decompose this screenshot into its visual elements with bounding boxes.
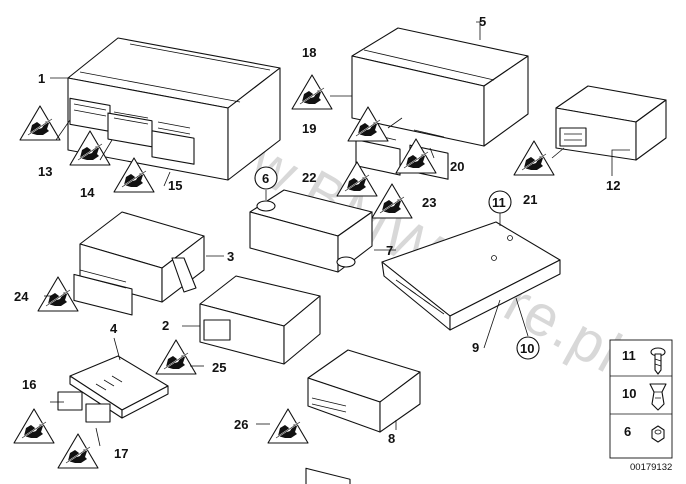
callout-17: 17 bbox=[114, 446, 128, 461]
callout-22: 22 bbox=[302, 170, 316, 185]
fastener-legend: 11 10 6 bbox=[609, 339, 673, 459]
esd-warning-icon-24 bbox=[37, 276, 79, 312]
callout-6-circled: 6 bbox=[254, 166, 278, 190]
callout-5: 5 bbox=[479, 14, 486, 29]
callout-11-circled: 11 bbox=[488, 190, 512, 214]
callout-26: 26 bbox=[234, 417, 248, 432]
part-8-control-module[interactable] bbox=[305, 349, 421, 484]
callout-23: 23 bbox=[422, 195, 436, 210]
part-2-control-module[interactable] bbox=[199, 275, 321, 365]
esd-warning-icon-18 bbox=[291, 74, 333, 110]
part-9-bracket[interactable] bbox=[381, 221, 561, 331]
legend-label-11: 11 bbox=[622, 348, 636, 363]
callout-18: 18 bbox=[302, 45, 316, 60]
esd-warning-icon-25 bbox=[155, 339, 197, 375]
callout-3: 3 bbox=[227, 249, 234, 264]
esd-warning-icon-17 bbox=[57, 433, 99, 469]
part-5-control-module[interactable] bbox=[351, 27, 529, 180]
esd-warning-icon-21 bbox=[513, 140, 555, 176]
part-1-control-module[interactable] bbox=[67, 37, 281, 181]
callout-24: 24 bbox=[14, 289, 29, 304]
callout-12: 12 bbox=[606, 178, 620, 193]
screw-icon bbox=[650, 347, 666, 375]
part-7-control-module[interactable] bbox=[249, 189, 373, 273]
part-3-control-module[interactable] bbox=[73, 211, 205, 316]
callout-7: 7 bbox=[386, 243, 393, 258]
callout-20: 20 bbox=[450, 159, 464, 174]
leader-lines bbox=[44, 21, 630, 447]
legend-label-6: 6 bbox=[624, 424, 631, 439]
callout-8: 8 bbox=[388, 431, 395, 446]
callout-16: 16 bbox=[22, 377, 36, 392]
callout-15: 15 bbox=[168, 178, 182, 193]
legend-label-10: 10 bbox=[622, 386, 636, 401]
callout-13: 13 bbox=[38, 164, 52, 179]
diagram-reference-number: 00179132 bbox=[630, 462, 672, 473]
callout-1: 1 bbox=[38, 71, 45, 86]
callouts: 1 2 3 4 5 7 8 9 12 13 14 15 16 17 18 19 … bbox=[14, 14, 620, 461]
part-4-circuit-board[interactable] bbox=[57, 355, 169, 423]
callout-21: 21 bbox=[523, 192, 537, 207]
esd-warning-icon-13 bbox=[19, 105, 61, 141]
clip-nut-icon bbox=[649, 383, 667, 411]
svg-text:10: 10 bbox=[520, 341, 534, 356]
part-12-control-module[interactable] bbox=[555, 85, 667, 161]
callout-9: 9 bbox=[472, 340, 479, 355]
callout-4: 4 bbox=[110, 321, 118, 336]
svg-text:6: 6 bbox=[262, 171, 269, 186]
esd-warning-icon-26 bbox=[267, 408, 309, 444]
callout-14: 14 bbox=[80, 185, 95, 200]
callout-10-circled: 10 bbox=[516, 336, 540, 360]
esd-warning-icon-16 bbox=[13, 408, 55, 444]
callout-2: 2 bbox=[162, 318, 169, 333]
svg-text:11: 11 bbox=[492, 195, 506, 210]
callout-19: 19 bbox=[302, 121, 316, 136]
callout-25: 25 bbox=[212, 360, 226, 375]
hex-nut-icon bbox=[651, 425, 665, 443]
